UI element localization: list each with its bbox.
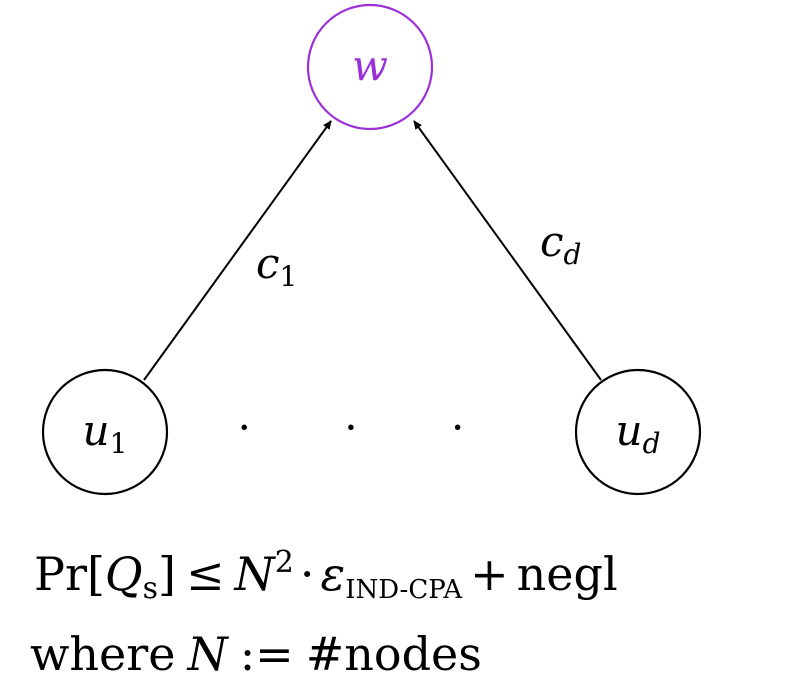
node-u1: u1	[41, 368, 169, 496]
node-ud: ud	[574, 368, 702, 496]
svg-text:u1: u1	[83, 406, 128, 460]
node-u1-label: u	[83, 406, 110, 455]
node-ud-label: u	[616, 406, 643, 455]
ellipsis-dots: · · ·	[238, 403, 505, 452]
edge-label-cd: cd	[540, 217, 581, 271]
edge-label-c1: c1	[256, 239, 297, 293]
node-ud-subscript: d	[643, 427, 661, 460]
node-w-label: w	[352, 41, 388, 90]
probability-formula: Pr[Qs]≤N2·εIND-CPA+negl	[34, 545, 618, 606]
node-w: w	[306, 3, 434, 131]
svg-text:ud: ud	[616, 406, 661, 460]
node-u1-subscript: 1	[110, 427, 128, 460]
svg-text:w: w	[352, 41, 388, 90]
edge-ud-to-w	[413, 120, 602, 381]
edge-u1-to-w	[143, 120, 332, 381]
